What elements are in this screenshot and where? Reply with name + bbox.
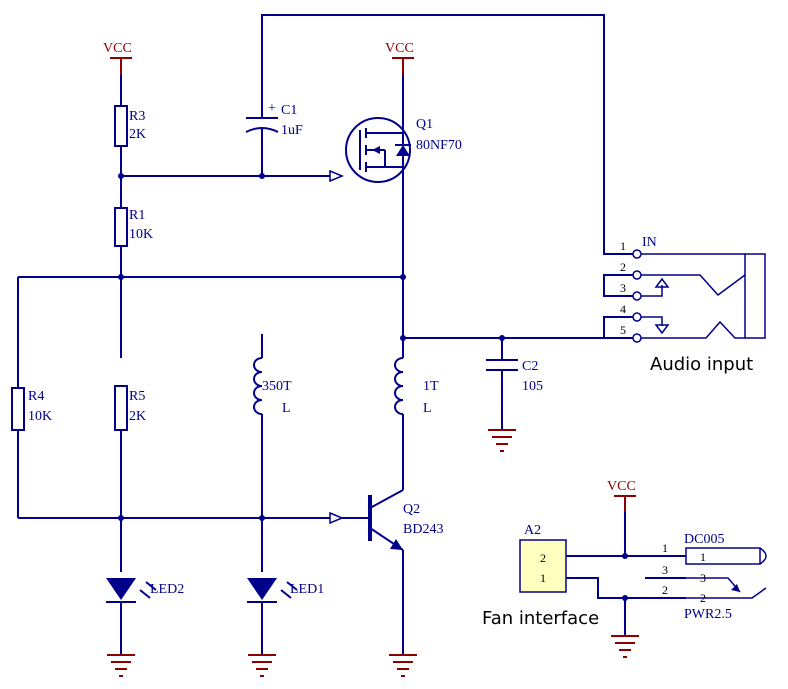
inductor-1t-ref: L [423,401,432,416]
r3-value: 2K [129,127,146,142]
top-feedback-wire [261,14,612,255]
vcc-fan-symbol: VCC [607,479,636,512]
led1: LED1 [247,578,324,655]
inductor-350t-turns: 350T [262,379,292,394]
q2-value: BD243 [403,522,443,537]
jack-pin-2: 2 [620,260,626,274]
mid-rail [18,274,406,280]
resistor-r5: R5 2K [114,385,146,572]
a2-pin-2: 2 [540,551,546,565]
q1-value: 80NF70 [416,138,462,153]
r3-ref: R3 [129,109,145,124]
led2: LED2 [106,578,184,655]
dc-value: PWR2.5 [684,607,732,622]
r4-value: 10K [28,409,52,424]
transistor-q2: Q2 BD243 [368,489,443,655]
a2-pin-1: 1 [540,571,546,585]
inductor-350t: 350T L [253,334,292,572]
q2-ref: Q2 [403,502,420,517]
vcc-fan-label: VCC [607,479,636,494]
dc-inner-pin-1: 1 [700,550,706,564]
audio-input-annotation: Audio input [650,354,753,375]
q2-ground-icon [389,654,417,677]
led1-ground-icon [248,654,276,677]
dc-ref: DC005 [684,532,724,547]
r4-ref: R4 [28,389,44,404]
fan-interface-annotation: Fan interface [482,608,599,629]
audio-jack: IN 1 2 3 4 5 [603,235,766,343]
dc-outer-pin-2: 2 [662,583,668,597]
c2-ground-icon [488,429,516,452]
resistor-r4: R4 10K [11,277,52,518]
resistor-r3: R3 2K [114,75,146,208]
c1-ref: C1 [281,103,297,118]
r5-ref: R5 [129,389,145,404]
inductor-350t-ref: L [282,401,291,416]
jack-pin-4: 4 [620,302,626,316]
output-wire [400,277,612,341]
capacitor-c2: C2 105 [486,338,543,452]
led2-label: LED2 [150,582,184,597]
c2-ref: C2 [522,359,538,374]
fan-connector-a2: A2 2 1 [519,523,567,593]
r1-value: 10K [129,227,153,242]
capacitor-c1: + C1 1uF [245,101,303,176]
dc-jack: DC005 1 3 2 1 3 2 PWR2.5 [662,532,767,622]
led1-label: LED1 [290,582,324,597]
resistor-r1: R1 10K [114,207,153,358]
a2-ref: A2 [524,523,541,538]
jack-in-label: IN [642,235,657,250]
jack-pin-1: 1 [620,239,626,253]
jack-pin-3: 3 [620,281,626,295]
gate-wire [118,169,344,183]
vcc-r3-symbol: VCC [103,41,132,75]
fan-wires [566,512,686,636]
inductor-1t-turns: 1T [423,379,439,394]
r5-value: 2K [129,409,146,424]
c1-plus-icon: + [268,101,276,116]
dc-outer-pin-1: 1 [662,541,668,555]
fan-ground-icon [611,635,639,658]
dc-outer-pin-3: 3 [662,563,668,577]
c1-value: 1uF [281,123,303,138]
vcc-q1-symbol: VCC [385,41,414,75]
led2-ground-icon [107,654,135,677]
mosfet-q1: Q1 80NF70 [345,75,462,277]
vcc-r3-label: VCC [103,41,132,56]
r1-ref: R1 [129,208,145,223]
base-rail [18,511,368,525]
inductor-1t: 1T L [394,338,439,490]
vcc-q1-label: VCC [385,41,414,56]
jack-pin-5: 5 [620,323,626,337]
q1-ref: Q1 [416,117,433,132]
c2-value: 105 [522,379,543,394]
